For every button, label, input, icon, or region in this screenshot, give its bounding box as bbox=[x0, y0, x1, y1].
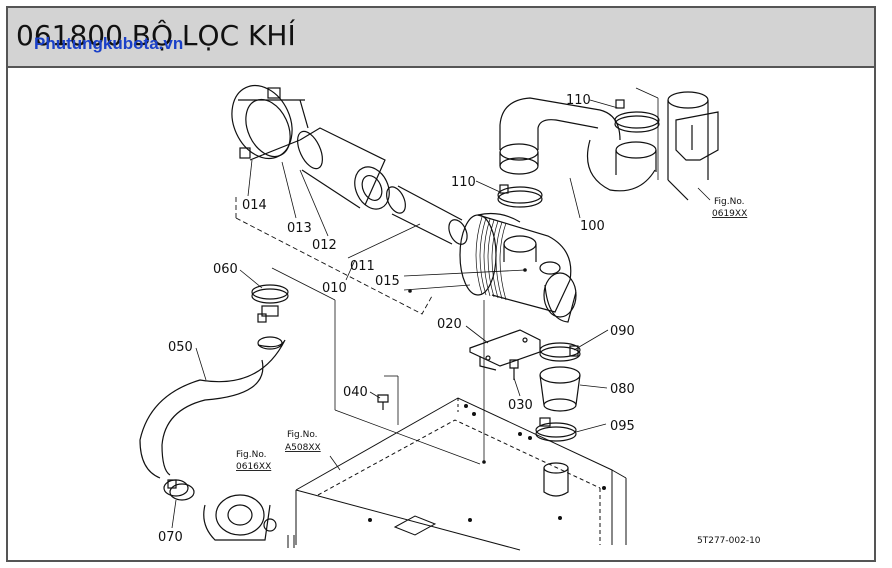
label-090: 090 bbox=[610, 324, 635, 339]
site-watermark: Phutungkubota.vn bbox=[34, 34, 184, 53]
leader-dots bbox=[408, 268, 527, 464]
diagram-frame: 061800 BỘ LỌC KHÍ Phutungkubota.vn bbox=[6, 6, 876, 562]
label-110-lower: 110 bbox=[451, 175, 476, 190]
intake-elbow-hose bbox=[499, 97, 657, 192]
label-010: 010 bbox=[322, 281, 347, 296]
label-100: 100 bbox=[580, 219, 605, 234]
intake-pipe-ref bbox=[667, 91, 719, 201]
hose-clamp-upper bbox=[614, 99, 660, 133]
figref-0616-label: Fig.No. bbox=[236, 450, 267, 460]
outer-element bbox=[297, 127, 390, 210]
group-outline-010 bbox=[235, 196, 433, 315]
figref-0619-label: Fig.No. bbox=[714, 197, 745, 207]
label-012: 012 bbox=[312, 238, 337, 253]
hose-clamp-lower bbox=[497, 184, 543, 208]
figref-0616-number: 0616XX bbox=[236, 462, 271, 472]
hose-050 bbox=[139, 336, 286, 479]
leader-lines bbox=[171, 87, 711, 529]
label-070: 070 bbox=[158, 530, 183, 545]
label-095: 095 bbox=[610, 419, 635, 434]
inner-element bbox=[386, 185, 468, 245]
clamp-060 bbox=[251, 284, 289, 323]
mounting-bracket bbox=[469, 329, 541, 371]
engine-block-drawing bbox=[287, 397, 627, 551]
title-bar: 061800 BỘ LỌC KHÍ Phutungkubota.vn bbox=[8, 8, 874, 68]
label-060: 060 bbox=[213, 262, 238, 277]
outlet-parts bbox=[535, 342, 581, 497]
clamp-070 bbox=[163, 479, 195, 501]
label-015: 015 bbox=[375, 274, 400, 289]
label-080: 080 bbox=[610, 382, 635, 397]
label-030: 030 bbox=[508, 398, 533, 413]
label-011: 011 bbox=[350, 259, 375, 274]
turbocharger-ref bbox=[203, 494, 277, 541]
figref-a508-number: A508XX bbox=[285, 443, 321, 453]
figref-a508-label: Fig.No. bbox=[287, 430, 318, 440]
page-title: 061800 BỘ LỌC KHÍ bbox=[16, 19, 296, 52]
bolt-040 bbox=[377, 394, 389, 410]
figref-0619-number: 0619XX bbox=[712, 209, 747, 219]
bolt-030 bbox=[509, 359, 519, 380]
label-110-upper: 110 bbox=[566, 93, 591, 108]
label-014: 014 bbox=[242, 198, 267, 213]
label-020: 020 bbox=[437, 317, 462, 332]
air-cleaner-cover bbox=[231, 84, 309, 161]
label-040: 040 bbox=[343, 385, 368, 400]
air-cleaner-canister bbox=[459, 212, 577, 323]
drawing-code: 5T277-002-10 bbox=[697, 536, 761, 546]
label-050: 050 bbox=[168, 340, 193, 355]
label-013: 013 bbox=[287, 221, 312, 236]
part-labels: 014 013 012 011 010 015 020 030 040 050 … bbox=[158, 93, 761, 546]
